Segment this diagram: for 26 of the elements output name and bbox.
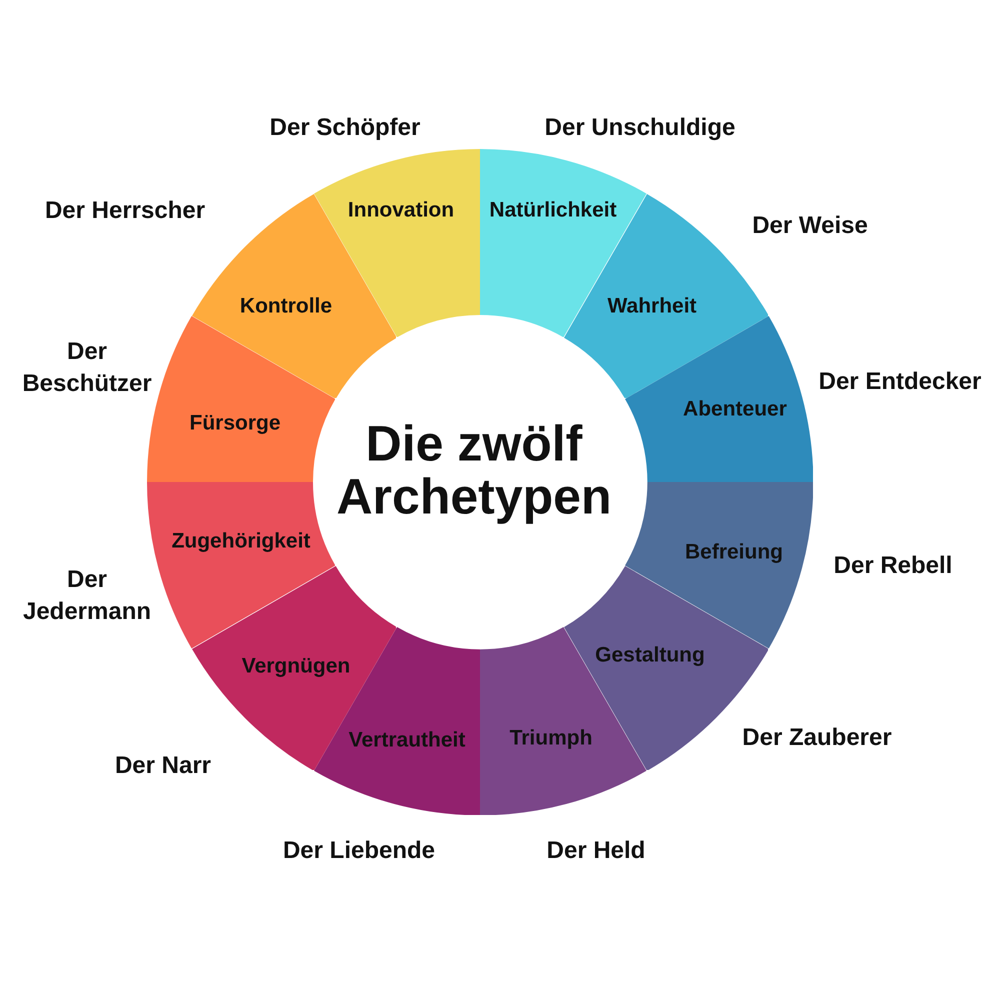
segment-label: Befreiung [684, 539, 783, 565]
archetype-label: Der Entdecker [818, 367, 982, 398]
wheel-title: Die zwölf Archetypen [335, 418, 613, 522]
segment-label: Natürlichkeit [489, 197, 617, 223]
segment-label: Innovation [348, 197, 454, 223]
archetype-label: Der Beschützer [22, 337, 152, 399]
archetype-label: Der Liebende [282, 836, 436, 866]
segment-label: Fürsorge [190, 410, 280, 436]
wheel-segment [624, 316, 813, 482]
archetype-label: Der Jedermann [22, 565, 152, 627]
archetype-label: Der Narr [114, 751, 212, 782]
archetype-label: Der Weise [752, 211, 868, 242]
segment-label: Abenteuer [683, 396, 787, 422]
archetype-label: Der Held [546, 836, 646, 866]
archetype-label: Der Rebell [834, 551, 952, 582]
segment-label: Wahrheit [607, 293, 697, 319]
segment-label: Gestaltung [595, 642, 705, 668]
archetype-label: Der Schöpfer [270, 113, 420, 144]
segment-label: Zugehörigkeit [172, 528, 310, 554]
archetype-label: Der Unschuldige [544, 113, 736, 144]
segment-label: Vergnügen [242, 653, 350, 679]
archetype-label: Der Herrscher [44, 196, 206, 226]
archetype-label: Der Zauberer [742, 723, 892, 754]
segment-label: Kontrolle [240, 293, 332, 319]
segment-label: Triumph [510, 725, 592, 751]
segment-label: Vertrautheit [348, 727, 466, 753]
